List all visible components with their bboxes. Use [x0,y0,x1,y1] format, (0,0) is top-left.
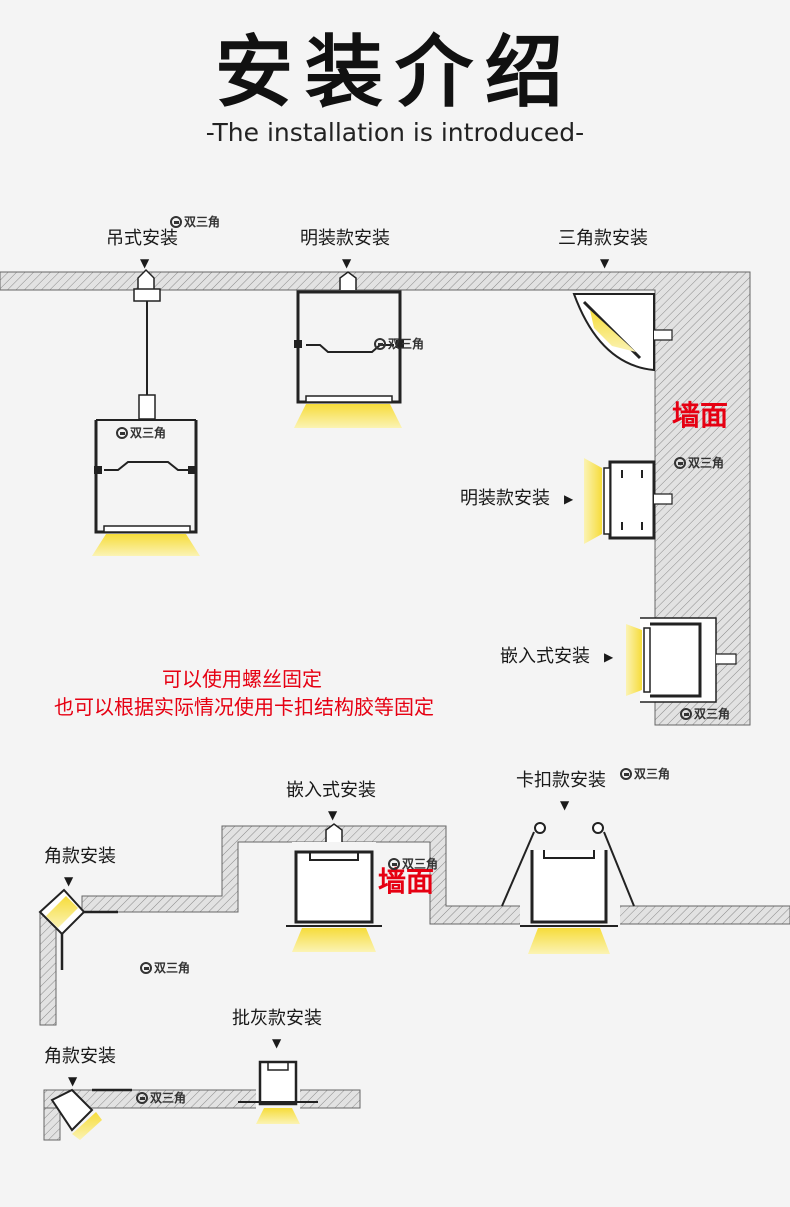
lower-ceiling-wall [81,825,790,925]
logo-mark-icon [140,962,152,974]
label-surface-top: 明装款安装 [300,228,390,249]
arrow-down-icon: ▼ [328,808,338,822]
arrow-down-icon: ▼ [64,874,74,888]
label-embedded-wall: 嵌入式安装 [500,646,590,667]
brand-logo: 双三角 [388,856,438,872]
logo-text: 双三角 [388,337,425,351]
triangle-corner-fixture [572,293,673,372]
logo-text: 双三角 [150,1091,187,1105]
logo-mark-icon [388,858,400,870]
brand-logo: 双三角 [620,766,670,782]
brand-logo: 双三角 [116,425,166,441]
clip-fixture [501,822,635,954]
label-plaster: 批灰款安装 [232,1008,322,1029]
arrow-down-icon: ▼ [68,1074,78,1088]
logo-text: 双三角 [402,857,439,871]
arrow-down-icon: ▼ [342,256,352,270]
logo-mark-icon [674,457,686,469]
label-triangle: 三角款安装 [558,228,648,249]
logo-text: 双三角 [154,961,191,975]
label-clip: 卡扣款安装 [516,770,606,791]
page-title: 安装介绍 [214,28,575,118]
plaster-fixture [238,1060,318,1124]
brand-logo: 双三角 [140,960,190,976]
brand-logo: 双三角 [136,1090,186,1106]
arrow-down-icon: ▼ [560,798,570,812]
label-pendant: 吊式安装 [106,228,178,249]
arrow-down-icon: ▼ [272,1036,282,1050]
logo-mark-icon [620,768,632,780]
arrow-right-icon: ▶ [604,650,614,664]
logo-mark-icon [170,216,182,228]
logo-mark-icon [116,427,128,439]
corner-fixture-1 [38,888,118,1026]
logo-text: 双三角 [694,707,731,721]
wall-label-1: 墙面 [672,399,729,432]
logo-mark-icon [136,1092,148,1104]
label-surface-wall: 明装款安装 [460,488,550,509]
note-line-1: 可以使用螺丝固定 [162,667,322,691]
logo-mark-icon [374,338,386,350]
embedded-ceiling-fixture [286,823,382,952]
surface-ceiling-fixture [294,271,404,428]
arrow-right-icon: ▶ [564,492,574,506]
brand-logo: 双三角 [674,455,724,471]
corner-fixture-2 [43,1088,361,1141]
arrow-down-icon: ▼ [600,256,610,270]
logo-text: 双三角 [688,456,725,470]
logo-text: 双三角 [184,215,221,229]
note-line-2: 也可以根据实际情况使用卡扣结构胶等固定 [54,695,434,719]
logo-text: 双三角 [634,767,671,781]
label-corner-1: 角款安装 [44,846,116,867]
arrow-down-icon: ▼ [140,256,150,270]
label-embedded-ceiling: 嵌入式安装 [286,780,376,801]
logo-mark-icon [680,708,692,720]
brand-logo: 双三角 [374,336,424,352]
logo-text: 双三角 [130,426,167,440]
brand-logo: 双三角 [170,214,220,230]
label-corner-2: 角款安装 [44,1046,116,1067]
page-subtitle: -The installation is introduced- [205,118,585,147]
brand-logo: 双三角 [680,706,730,722]
surface-wall-fixture [584,458,673,544]
embedded-wall-fixture [626,617,737,703]
pendant-fixture [92,268,200,556]
wall-label-2: 墙面 [378,865,435,898]
